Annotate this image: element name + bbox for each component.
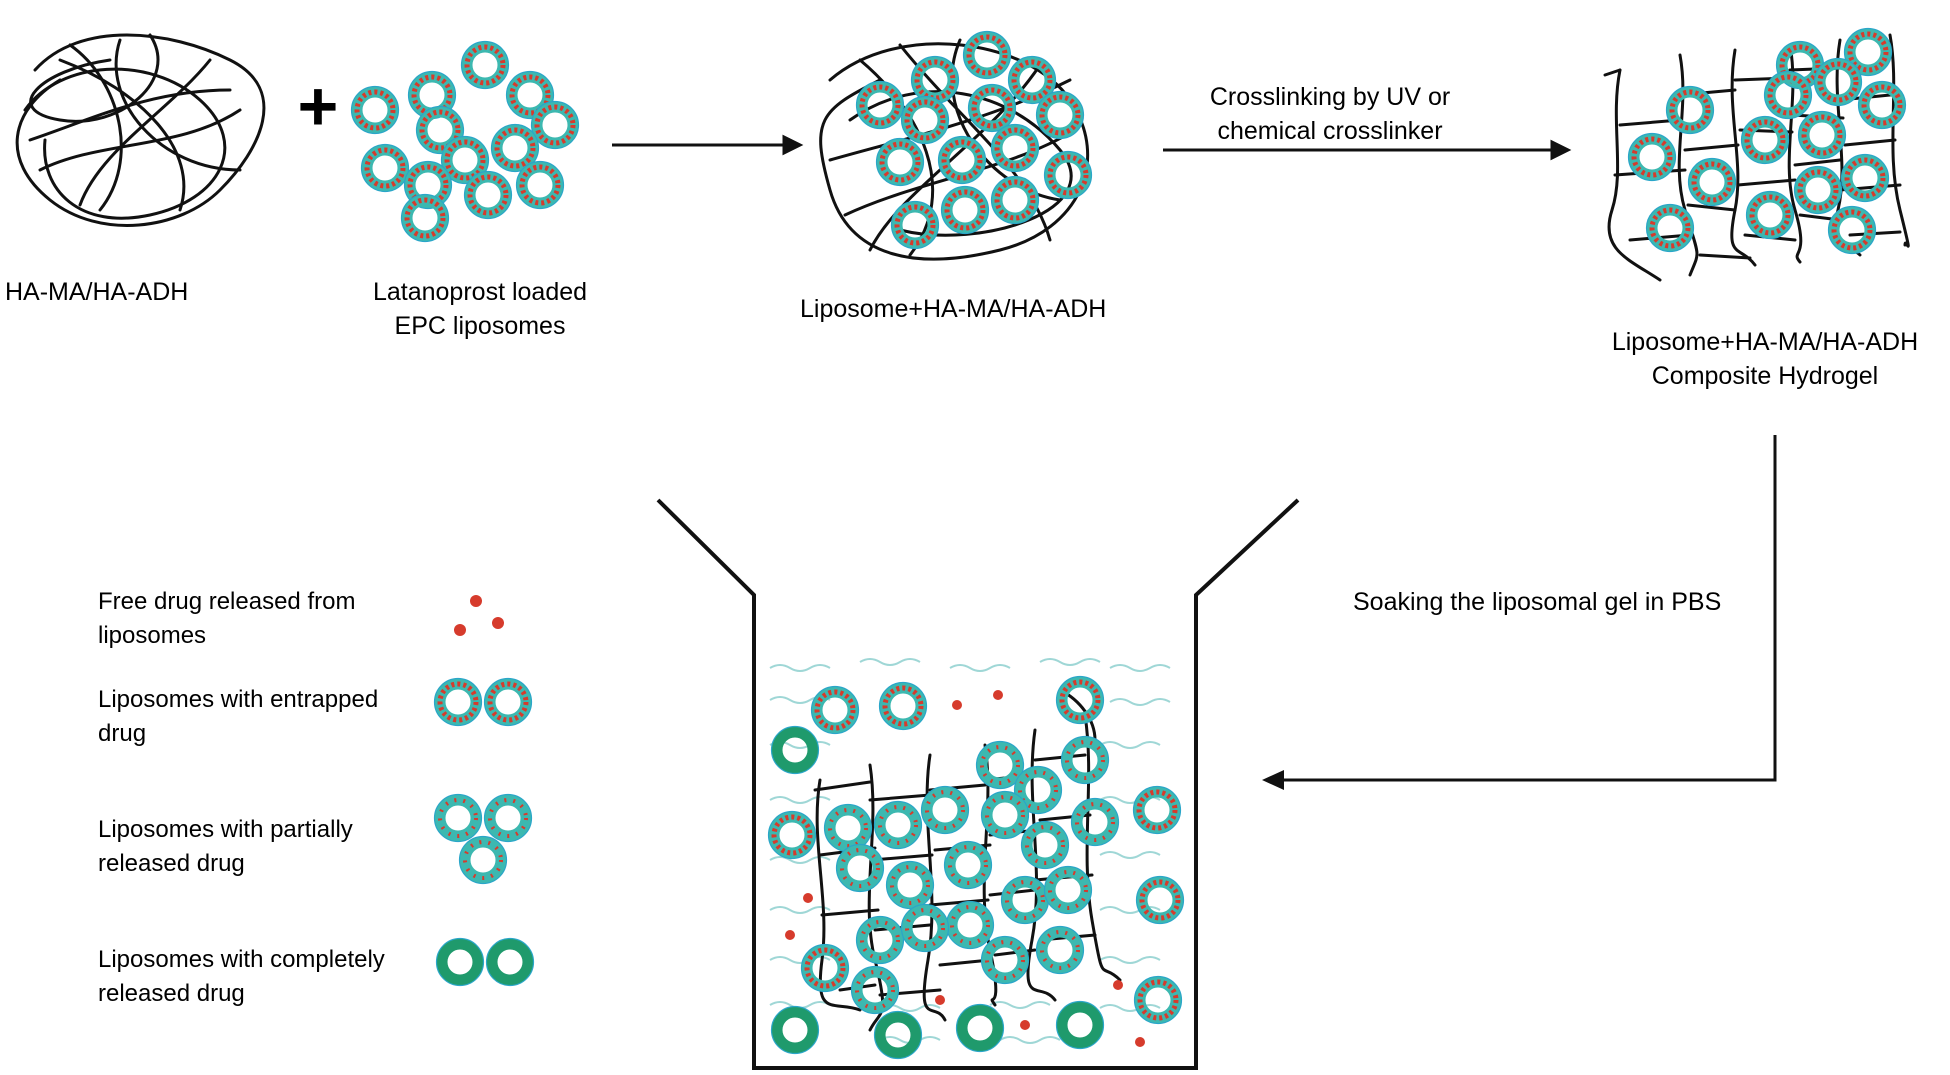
label-hydrogel-line1: Liposome+HA-MA/HA-ADH	[1611, 328, 1919, 356]
legend-entrapped: Liposomes with entrapped drug	[98, 686, 379, 747]
label-crosslinking-line1: Crosslinking by UV or	[1209, 83, 1451, 111]
liposome-polymer-mixture	[819, 32, 1092, 261]
legend-complete: Liposomes with completely released drug	[98, 946, 385, 1007]
label-hydrogel: Liposome+HA-MA/HA-ADH Composite Hydrogel	[1600, 325, 1930, 393]
label-liposomes-line2: EPC liposomes	[394, 312, 566, 340]
plus-sign: +	[298, 67, 339, 145]
arrow-crosslink	[1163, 139, 1572, 161]
legend-free-drug: Free drug released from liposomes	[98, 588, 356, 649]
label-crosslinking: Crosslinking by UV or chemical crosslink…	[1175, 80, 1485, 148]
label-polymer: HA-MA/HA-ADH	[5, 278, 189, 306]
free-drug-dots	[785, 690, 1145, 1047]
label-mixture: Liposome+HA-MA/HA-ADH	[800, 295, 1107, 323]
liposome-cluster	[352, 42, 579, 242]
arrow-mix	[612, 134, 804, 156]
label-hydrogel-line2: Composite Hydrogel	[1651, 362, 1879, 390]
composite-hydrogel	[1603, 29, 1908, 282]
polymer-tangle-icon	[15, 33, 266, 227]
beaker	[656, 498, 1300, 1070]
legend-partial: Liposomes with partially released drug	[98, 816, 353, 877]
arrow-soaking	[1262, 435, 1777, 790]
label-soaking: Soaking the liposomal gel in PBS	[1353, 588, 1722, 616]
legend-symbols	[435, 595, 534, 986]
label-liposomes-line1: Latanoprost loaded	[372, 278, 588, 306]
label-liposomes: Latanoprost loaded EPC liposomes	[340, 275, 620, 343]
label-crosslinking-line2: chemical crosslinker	[1217, 117, 1443, 145]
